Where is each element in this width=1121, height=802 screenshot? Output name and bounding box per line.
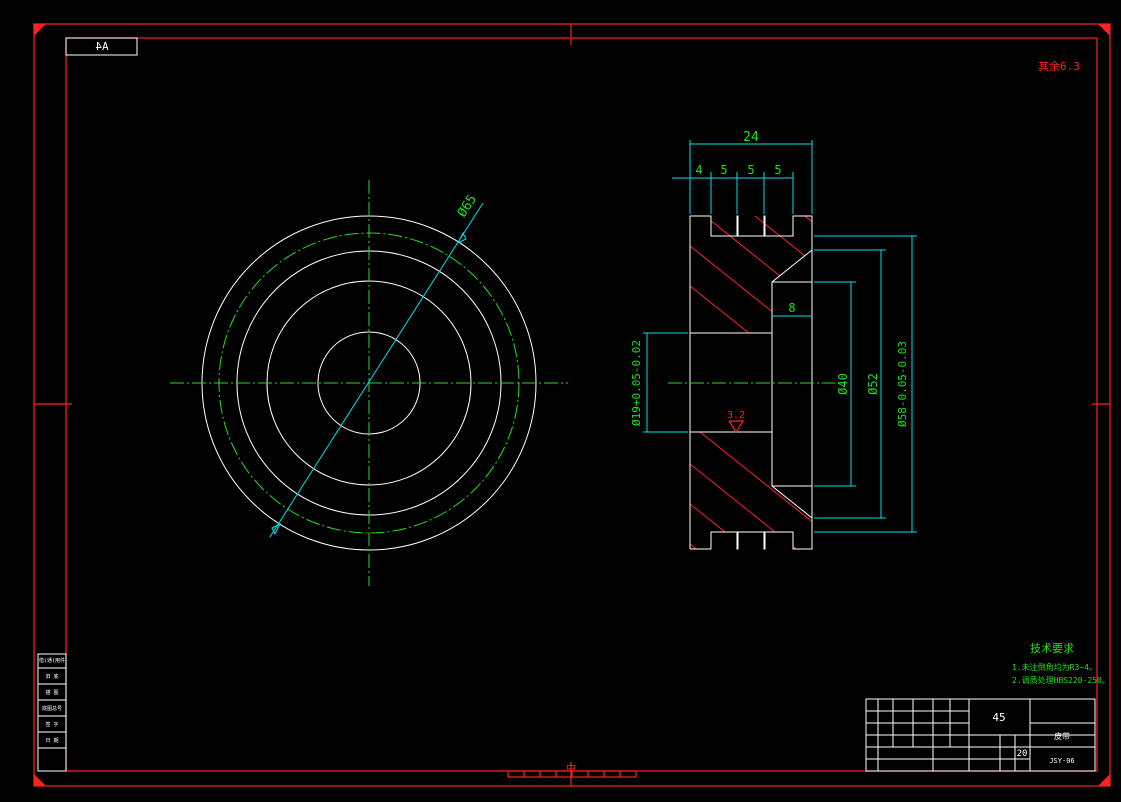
- tech-req-line-2: 2.调质处理HBS220-250。: [1012, 675, 1110, 685]
- corner-mark-tr: [1098, 24, 1110, 36]
- corner-mark-bl: [34, 774, 46, 786]
- strip-cell-2: 描 图: [45, 689, 58, 696]
- drawing-no-label: JSY-06: [1049, 757, 1074, 765]
- dim-seg-4: 5: [774, 163, 781, 177]
- side-outline-top: [689, 215, 813, 550]
- dia-dim-line: [269, 202, 484, 538]
- dim-bore-depth: 8: [788, 301, 795, 315]
- strip-cell-1: 旧 底: [45, 673, 58, 680]
- tech-req-line-1: 1.未注倒角均为R3~4。: [1012, 662, 1097, 672]
- front-view: Ø65: [170, 180, 568, 586]
- front-diameter-label: Ø65: [455, 192, 480, 220]
- dim-d40: Ø40: [836, 373, 850, 395]
- dim-seg-3: 5: [747, 163, 754, 177]
- svg-text:中: 中: [566, 762, 576, 775]
- bore-counter-top: [771, 249, 813, 519]
- strip-cell-4: 签 字: [45, 721, 58, 728]
- dim-bore-left: Ø19+0.05-0.02: [630, 340, 643, 426]
- corner-mark-br: [1098, 774, 1110, 786]
- tech-requirements: 技术要求 1.未注倒角均为R3~4。 2.调质处理HBS220-250。: [1012, 642, 1110, 685]
- strip-cell-3: 底图总号: [42, 705, 62, 712]
- left-strip: 借(通)用件 旧 底 描 图 底图总号 签 字 日 期: [37, 653, 67, 772]
- bottom-ruler: 中: [507, 762, 637, 778]
- section-hatch-bottom: [690, 432, 812, 549]
- dim-d58: Ø58-0.05-0.03: [896, 341, 909, 427]
- part-name-label: 皮带: [1054, 731, 1070, 741]
- material-label: 45: [992, 711, 1005, 724]
- side-view: 24 4 5 5 5 8 Ø19+0.05-0.02 3.2 Ø40 Ø52: [630, 130, 917, 550]
- dim-seg-2: 5: [720, 163, 727, 177]
- dim-seg-1: 4: [695, 163, 702, 177]
- title-block: 45 20 皮带 JSY-06: [865, 698, 1096, 772]
- strip-cell-0: 借(通)用件: [39, 657, 65, 664]
- format-box: A4: [65, 37, 138, 56]
- strip-cell-5: 日 期: [45, 738, 58, 744]
- format-label: A4: [95, 40, 109, 53]
- corner-mark-tl: [34, 24, 46, 36]
- outer-frame: [33, 23, 1111, 787]
- scale-label: 20: [1017, 749, 1028, 759]
- tech-req-title: 技术要求: [1030, 642, 1074, 655]
- dim-d52: Ø52: [866, 373, 880, 395]
- dim-width: 24: [743, 130, 759, 145]
- roughness-mark: 3.2: [727, 410, 745, 421]
- roughness-note: 其余6.3: [1038, 59, 1080, 73]
